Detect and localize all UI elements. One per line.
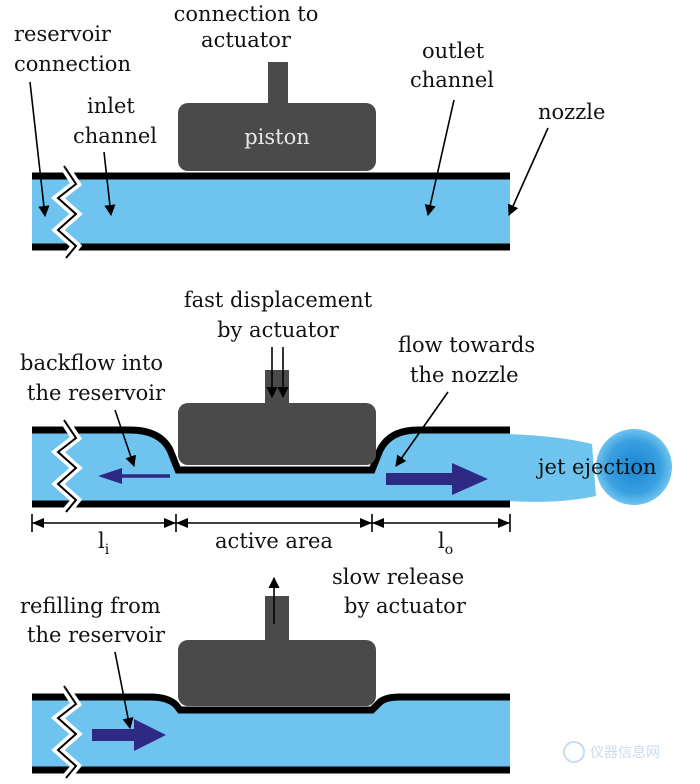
refill-label-line1: refilling from: [20, 594, 161, 618]
backflow-label-line2: the reservoir: [27, 381, 166, 405]
refill-arrow-head: [134, 719, 166, 751]
reservoir-pointer-arrow: [29, 81, 50, 218]
jet-neck: [508, 434, 596, 502]
piston: [178, 103, 376, 171]
inlet-label-line2: channel: [73, 124, 157, 148]
channel-fluid-partial: [32, 698, 510, 768]
piston: [178, 640, 376, 706]
jet-label: jet ejection: [535, 455, 657, 479]
dimension-arrowhead: [360, 518, 372, 528]
flow-label-line1: flow towards: [398, 333, 535, 357]
dimension-arrowhead: [32, 518, 44, 528]
dimension-label-lo: lo: [438, 529, 453, 558]
dimension-arrowhead: [498, 518, 510, 528]
refill-pointer-arrow: [114, 651, 134, 730]
fast-label-line1: fast displacement: [184, 288, 373, 312]
piston-label: piston: [244, 125, 310, 149]
outlet-label-line1: outlet: [422, 39, 485, 63]
connection-label-line2: actuator: [201, 28, 292, 52]
panel-refill: slow release by actuator refilling from …: [20, 565, 510, 781]
nozzle-pointer-arrow: [508, 127, 549, 217]
channel-top-wall-deformed: [32, 426, 510, 474]
actuator-rod: [268, 62, 288, 108]
nozzle-label: nozzle: [538, 100, 605, 124]
dimension-label-li: li: [98, 529, 110, 558]
watermark-logo: [563, 741, 585, 763]
backflow-label-line1: backflow into: [20, 351, 163, 375]
outlet-pointer-arrow: [424, 99, 455, 217]
inlet-label-line1: inlet: [87, 94, 135, 118]
jet-droplet: [596, 429, 672, 505]
dimension-arrowhead: [164, 518, 176, 528]
dimension-arrowhead: [176, 518, 188, 528]
watermark-text: 仪器信息网: [590, 744, 660, 761]
refill-label-line2: the reservoir: [27, 623, 166, 647]
watermark: 仪器信息网: [563, 741, 660, 763]
flow-pointer-arrow: [395, 391, 449, 467]
inlet-pointer-arrow: [103, 151, 116, 217]
panel-idle: piston connection to actuator reservoir …: [14, 2, 605, 261]
fast-label-line2: by actuator: [217, 318, 340, 342]
piston: [178, 403, 376, 465]
reservoir-label-line2: connection: [14, 52, 131, 76]
flow-arrow-shaft: [386, 473, 452, 485]
flow-label-line2: the nozzle: [410, 363, 519, 387]
channel-top-wall-partial: [32, 693, 510, 714]
dimension-label-active-area: active area: [215, 529, 333, 553]
refill-arrow-shaft: [92, 729, 136, 741]
channel-fluid: [32, 178, 510, 246]
backflow-pointer-arrow: [114, 409, 137, 468]
actuator-rod: [265, 596, 289, 646]
connection-label-line1: connection to: [174, 2, 319, 26]
slow-label-line2: by actuator: [344, 594, 467, 618]
reservoir-label-line1: reservoir: [14, 22, 112, 46]
flow-arrow-head: [452, 463, 488, 495]
panel-ejection: fast displacement by actuator backflow i…: [20, 288, 672, 558]
backflow-arrow-head: [98, 468, 122, 484]
outlet-label-line2: channel: [410, 68, 494, 92]
dimension-arrowhead: [372, 518, 384, 528]
slow-label-line1: slow release: [332, 565, 464, 589]
